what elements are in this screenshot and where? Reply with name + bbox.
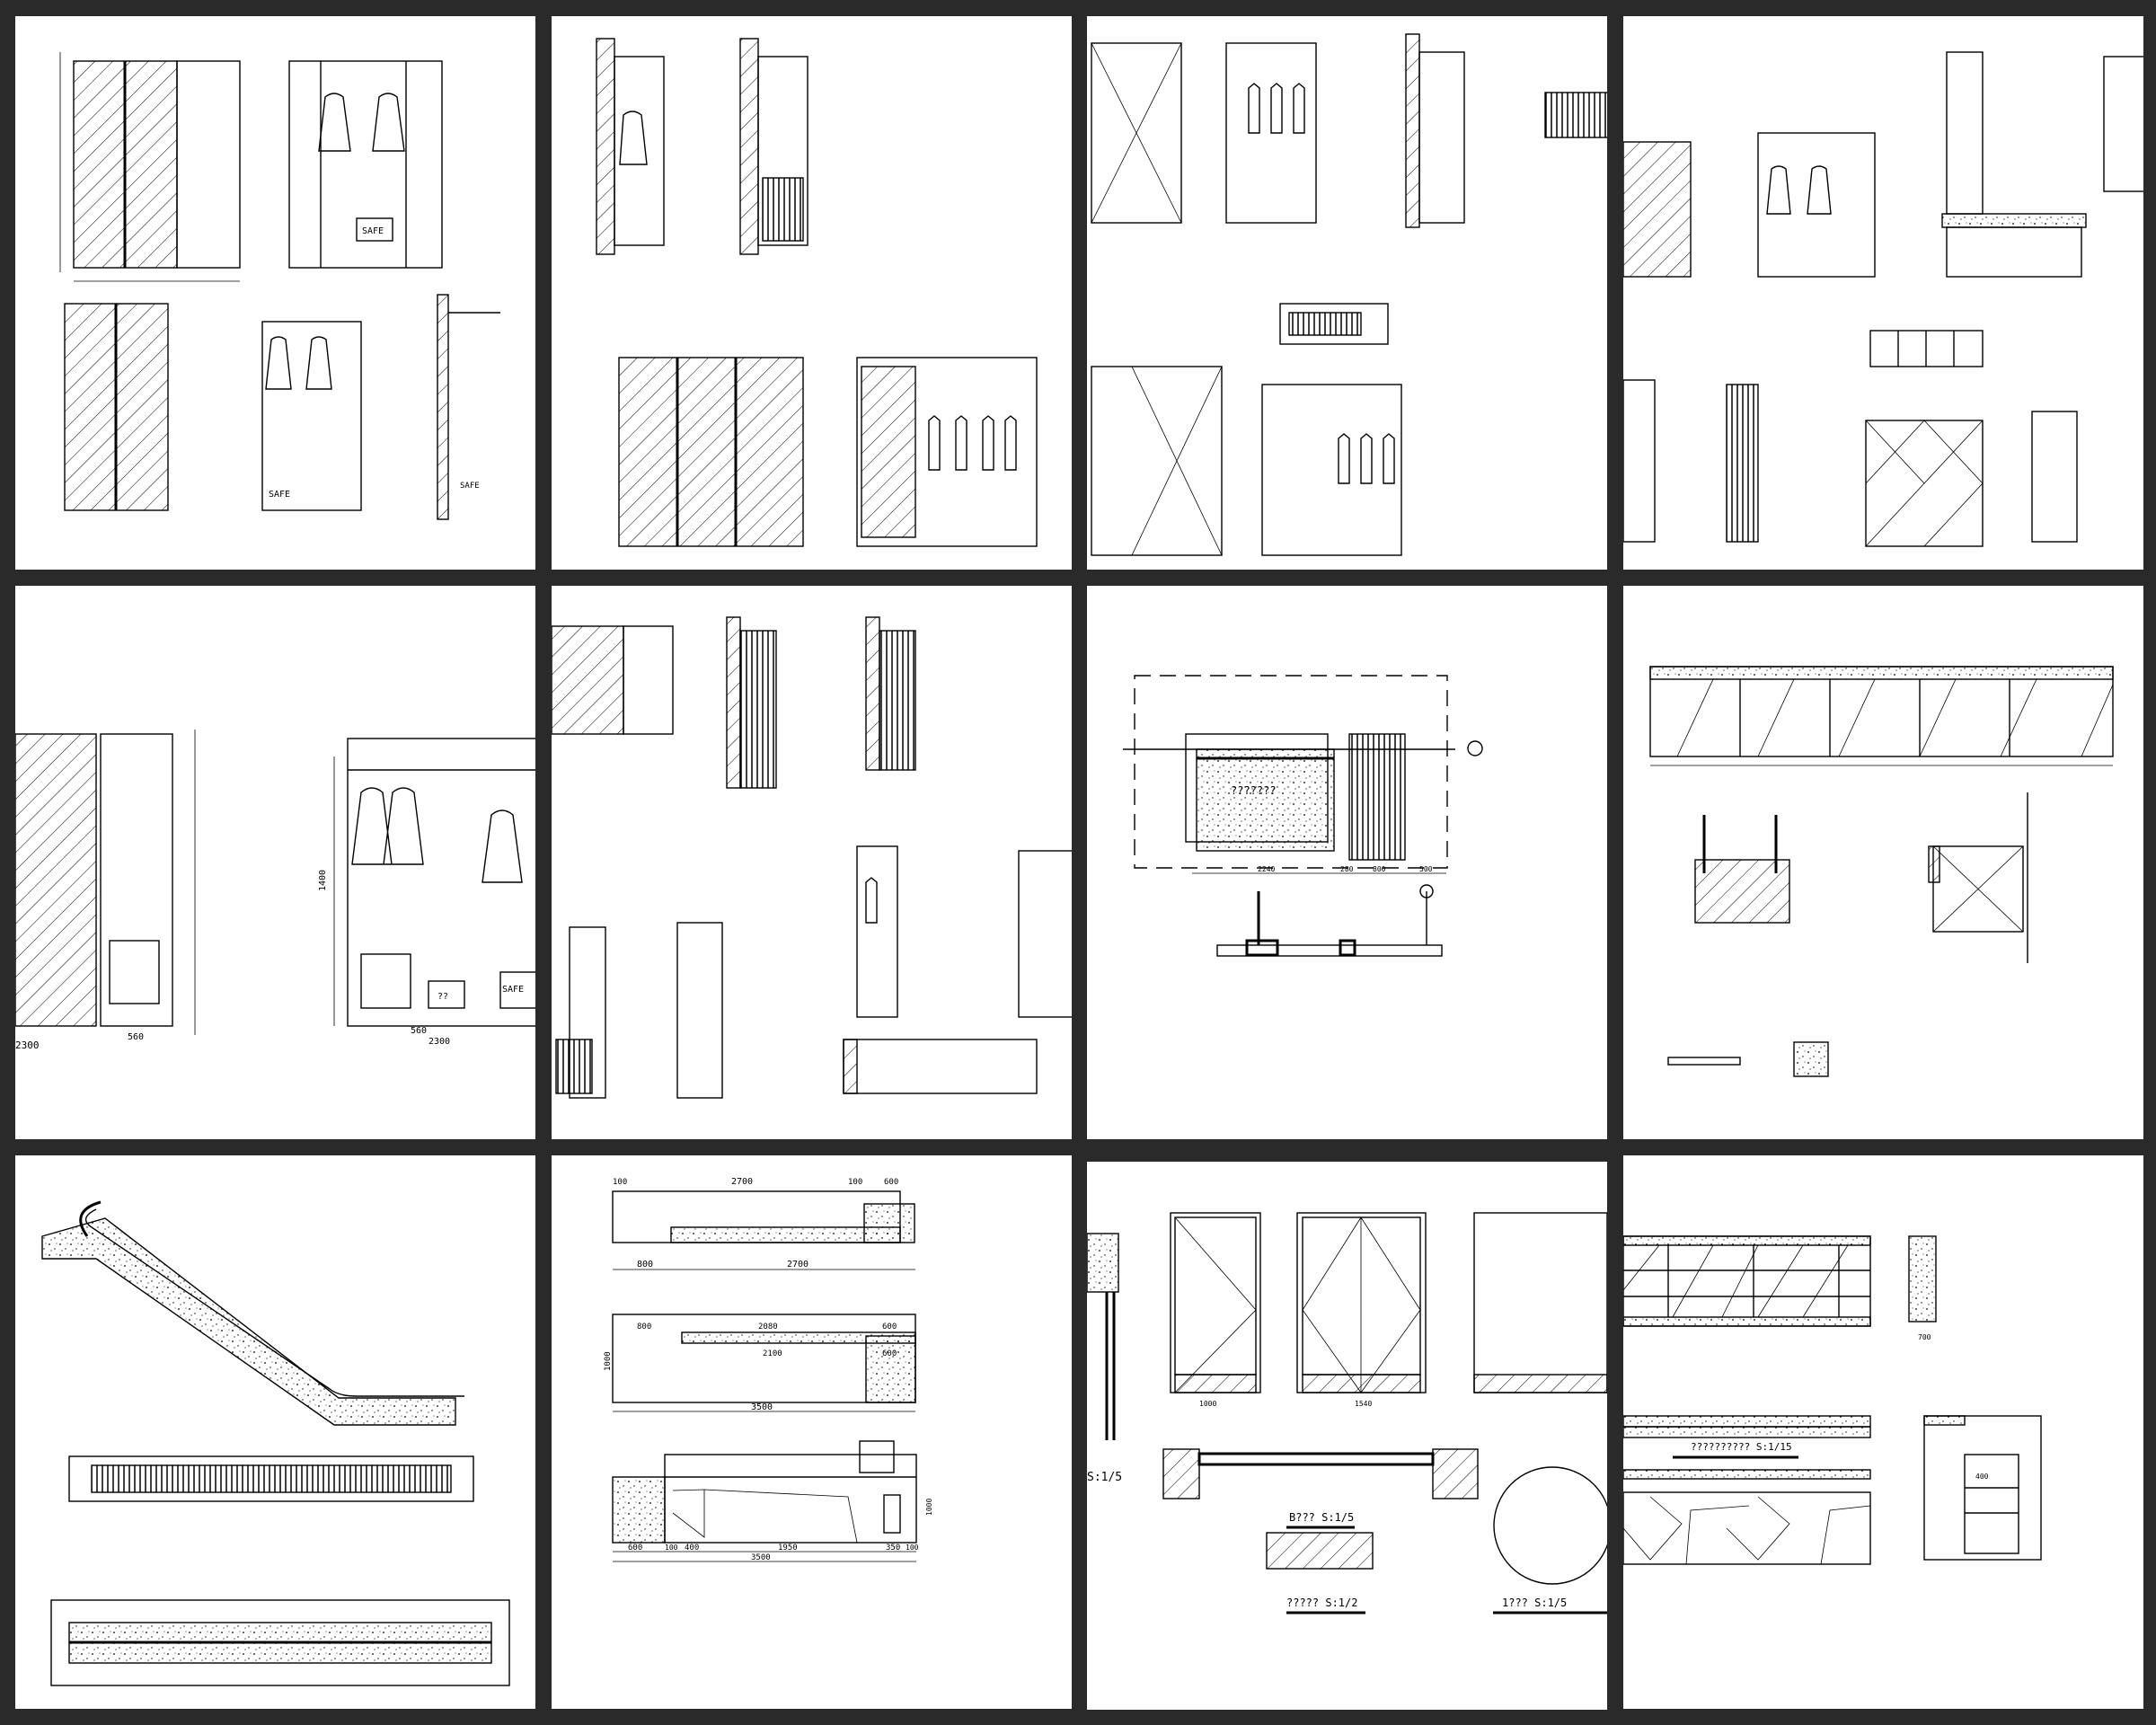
panel-label: ???????: [1231, 784, 1277, 797]
dimension-label: 100: [613, 1178, 627, 1187]
detail-title: ????? S:1/2: [1286, 1597, 1357, 1609]
dimension-label: 100: [848, 1178, 862, 1187]
hanging-coat: [318, 93, 351, 152]
drawing-sheet-wardrobe-sections: [552, 16, 1072, 570]
dimension-label: 2300: [15, 1039, 40, 1051]
drawing-sheet-wardrobe-elevations: SAFE SAFE SAFE: [15, 16, 535, 570]
plan-title: B??? S:1/5: [1289, 1511, 1354, 1524]
drawing-sheet-wardrobe-detail: 2300 560 ?? SAFE 1400 2300 560: [15, 586, 535, 1139]
safe-label: SAFE: [269, 490, 290, 500]
dimension-label: 700: [1918, 1333, 1931, 1341]
safe-label: SAFE: [502, 985, 524, 995]
hanging-coat: [351, 787, 523, 883]
dimension-label: 1400: [318, 870, 328, 891]
dimension-label: 600: [882, 1349, 897, 1358]
dimension-label: 2080: [758, 1322, 778, 1331]
section-title: ?????????? S:1/15: [1691, 1441, 1792, 1453]
dimension-label: 400: [1975, 1473, 1989, 1481]
dimension-label: 1000: [1199, 1400, 1216, 1408]
dimension-label: 2100: [763, 1349, 782, 1358]
box-label: ??: [437, 992, 448, 1002]
detail-title: 1??? S:1/5: [1502, 1597, 1567, 1609]
dimension-label: 800: [637, 1322, 651, 1331]
drawing-sheet-escalator: [15, 1155, 535, 1709]
computer-tower-icon: [883, 1494, 901, 1534]
dimension-label: 1000: [925, 1499, 933, 1516]
drawing-sheet-counter-sections: 700 ?????????? S:1/15 400: [1623, 1155, 2143, 1709]
dimension-label: 560: [411, 1026, 427, 1036]
dimension-label: 2700: [731, 1177, 753, 1187]
dimension-label: 350: [886, 1544, 900, 1552]
safe-label: SAFE: [460, 482, 480, 491]
dimension-label: 280: [1340, 865, 1354, 873]
dimension-label: 600: [628, 1544, 642, 1552]
dimension-label: 2240: [1258, 865, 1275, 873]
monitor-icon: [859, 1440, 895, 1473]
dimension-label: 500: [1419, 865, 1433, 873]
dimension-label: 600: [882, 1322, 897, 1331]
dimension-label: 800: [637, 1260, 653, 1269]
dimension-label: 100: [906, 1544, 919, 1552]
dimension-label: 2700: [787, 1260, 808, 1269]
dimension-label: 600: [884, 1178, 898, 1187]
dimension-label: 100: [665, 1544, 678, 1552]
drawing-sheet-glass-partition-details: [1623, 586, 2143, 1139]
stone-panel: [1196, 748, 1335, 852]
drawing-sheet-closet-elevations: [1087, 16, 1607, 570]
drawing-sheet-wall-elevation: ??????? 2240 280 800 500: [1087, 586, 1607, 1139]
dimension-label: 1950: [778, 1544, 798, 1552]
slatted-door: [1348, 733, 1406, 861]
dimension-label: 3500: [751, 1553, 771, 1562]
dimension-label: 560: [128, 1032, 144, 1042]
drawing-sheet-cabinet-details: [1623, 16, 2143, 570]
drawing-sheet-reception-desk: 2700 100 100 600 800 2700 800 2080 2100 …: [552, 1155, 1072, 1709]
dimension-label: 1540: [1355, 1400, 1372, 1408]
escalator-truss: [41, 1217, 456, 1426]
dimension-label: 400: [685, 1544, 699, 1552]
dimension-label: 3500: [751, 1402, 773, 1412]
drawing-sheet-cabinet-sections: [552, 586, 1072, 1139]
scale-label: S:1/5: [1087, 1471, 1122, 1484]
dimension-label: 1000: [604, 1351, 613, 1371]
hanging-coat: [372, 93, 405, 152]
drawing-sheet-door-details: S:1/5 1000 1540 B??? S:1/5 ????? S:1/2 1…: [1087, 1162, 1607, 1710]
dimension-label: 2300: [429, 1037, 450, 1047]
dimension-label: 800: [1373, 865, 1386, 873]
safe-label: SAFE: [362, 226, 384, 236]
